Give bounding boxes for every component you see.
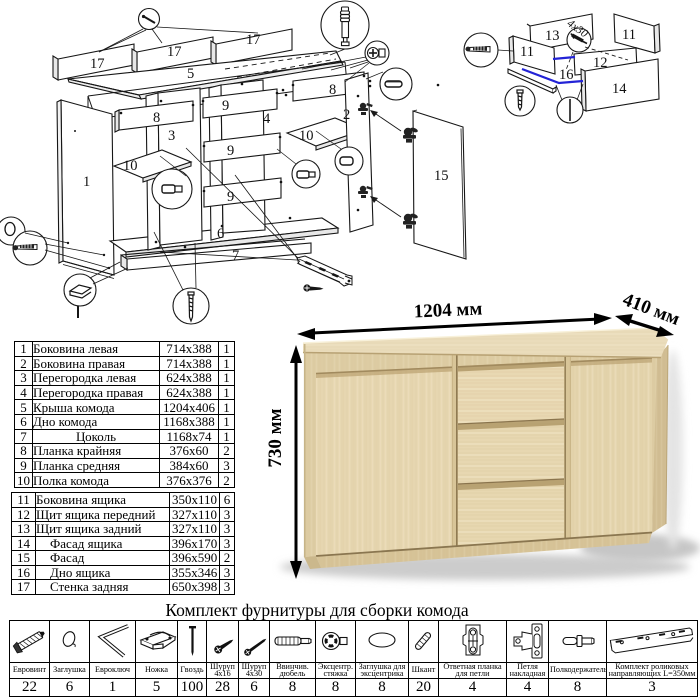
svg-text:11: 11 — [622, 27, 636, 43]
svg-text:14: 14 — [612, 81, 627, 97]
svg-text:11: 11 — [520, 44, 534, 60]
svg-text:17: 17 — [246, 32, 261, 48]
svg-text:8: 8 — [153, 110, 160, 126]
svg-text:17: 17 — [90, 56, 105, 72]
svg-text:1204 мм: 1204 мм — [413, 299, 483, 323]
svg-text:10: 10 — [123, 158, 138, 174]
svg-text:7: 7 — [232, 248, 239, 264]
svg-text:6: 6 — [217, 226, 224, 242]
svg-text:17: 17 — [167, 44, 182, 60]
svg-text:9: 9 — [227, 189, 234, 205]
svg-text:5: 5 — [187, 66, 194, 82]
svg-text:13: 13 — [545, 28, 560, 44]
svg-text:12: 12 — [593, 55, 608, 71]
svg-text:10: 10 — [299, 128, 314, 144]
svg-text:2: 2 — [343, 107, 350, 123]
svg-text:3: 3 — [168, 128, 175, 144]
svg-text:730 мм: 730 мм — [265, 408, 286, 467]
svg-text:4: 4 — [263, 111, 271, 127]
svg-text:16: 16 — [559, 67, 574, 83]
svg-text:9: 9 — [222, 98, 229, 114]
svg-text:8: 8 — [329, 82, 336, 98]
svg-text:1: 1 — [83, 174, 90, 190]
svg-text:9: 9 — [227, 143, 234, 159]
svg-text:15: 15 — [434, 168, 449, 184]
